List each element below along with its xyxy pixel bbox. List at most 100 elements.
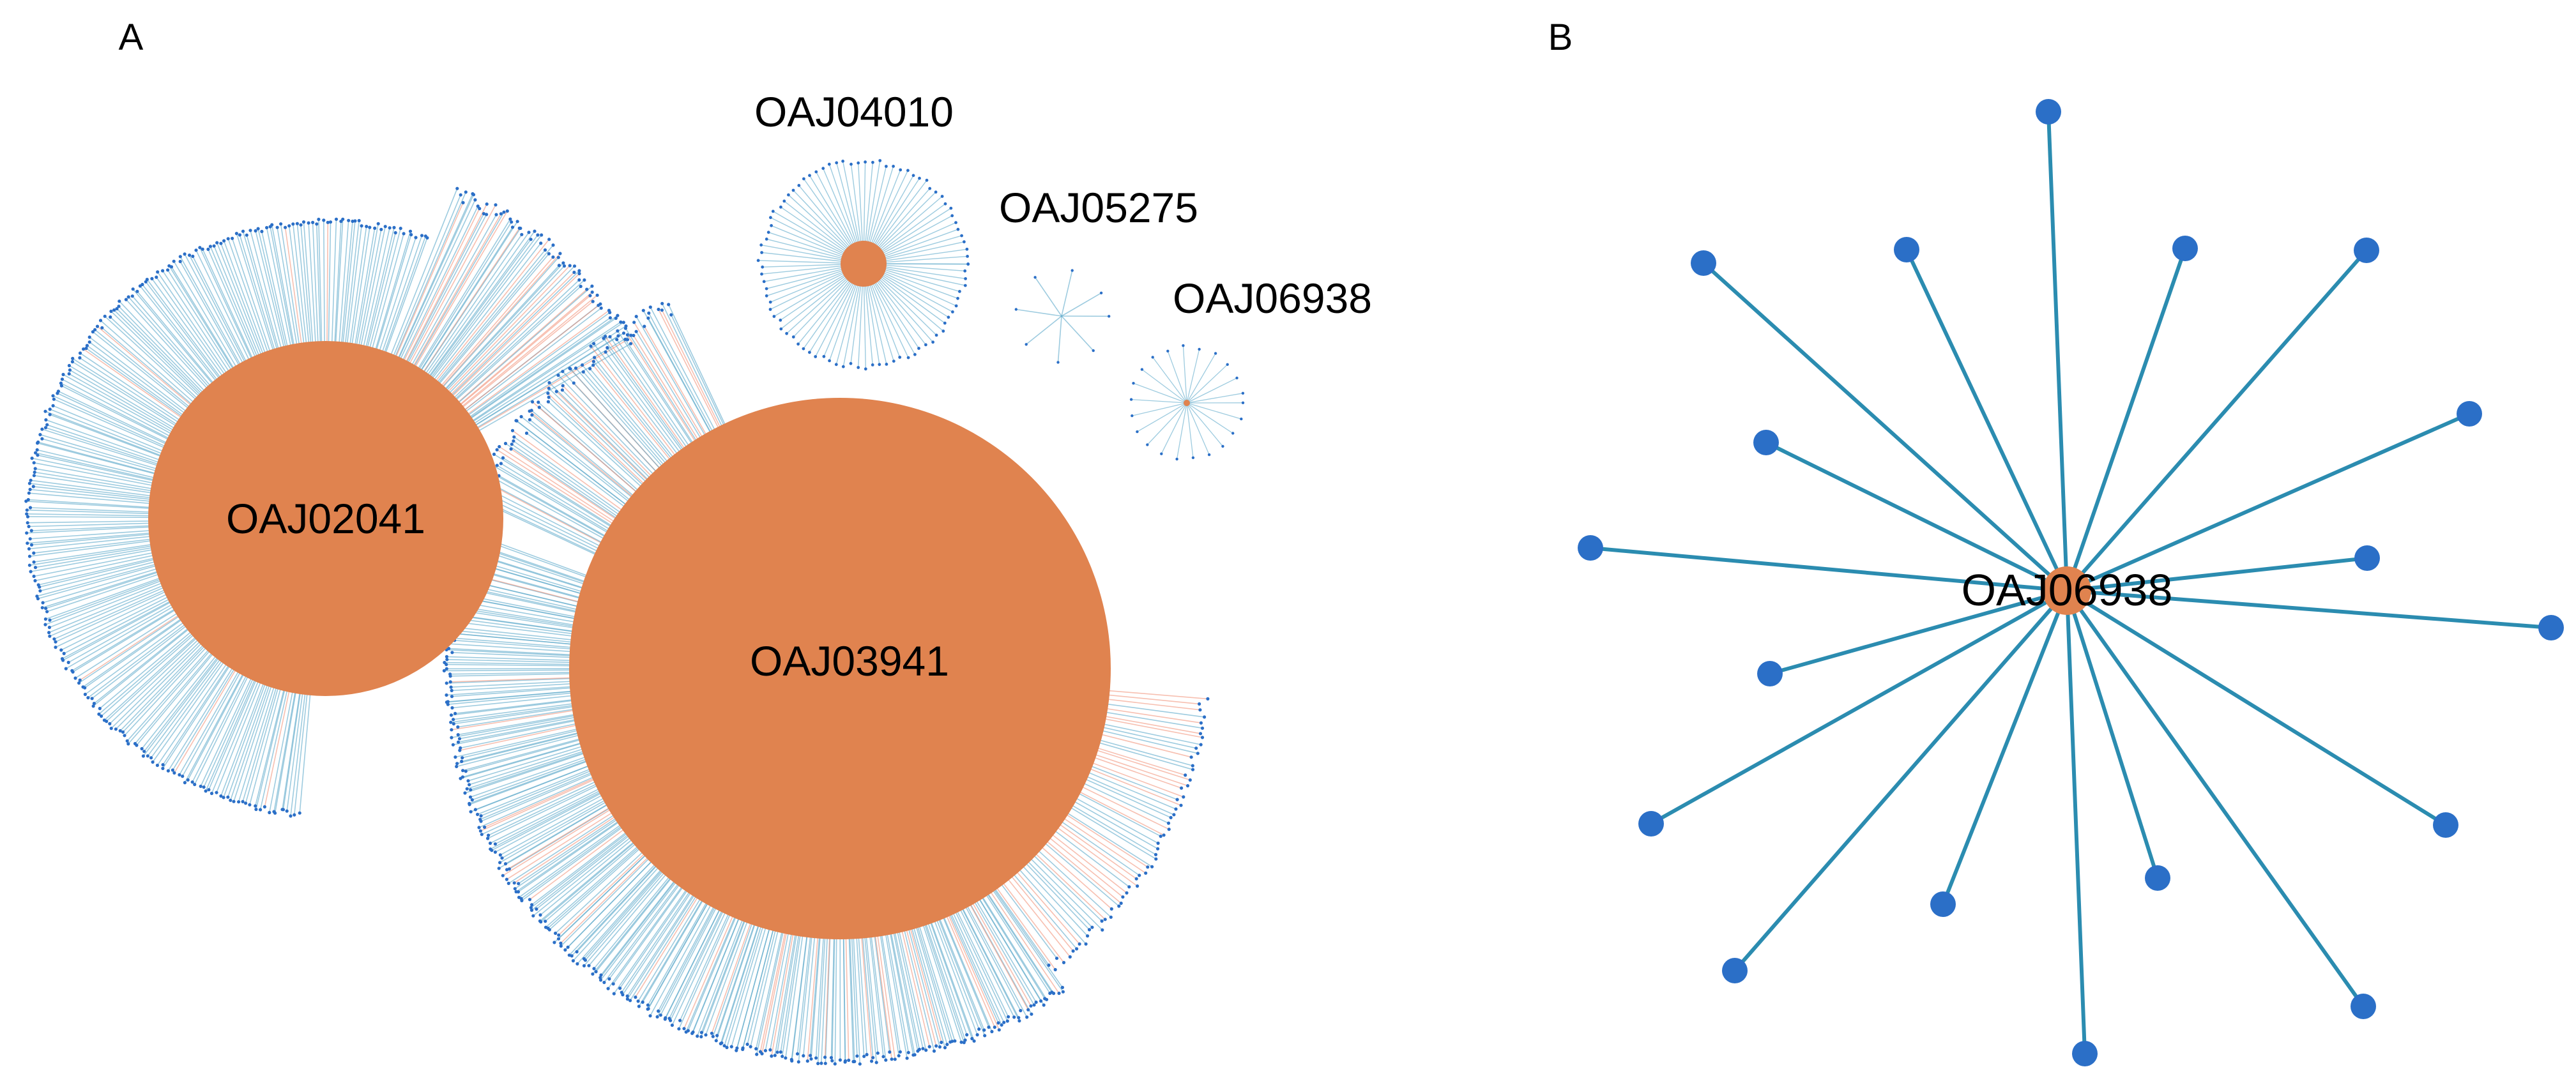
leaf-node xyxy=(579,284,583,289)
panel-b-leaf-node xyxy=(2538,615,2564,640)
leaf-node xyxy=(1071,269,1074,272)
leaf-node xyxy=(287,224,291,228)
leaf-node xyxy=(78,678,82,682)
leaf-node xyxy=(802,177,805,181)
leaf-node xyxy=(146,754,149,758)
leaf-node xyxy=(664,1016,667,1020)
edge xyxy=(1061,292,1102,317)
leaf-node xyxy=(463,791,467,795)
leaf-node xyxy=(581,370,585,374)
edge xyxy=(1186,349,1200,404)
leaf-node xyxy=(598,302,602,306)
panel-b-network: B OAJ06938 xyxy=(1548,17,2564,1066)
leaf-node xyxy=(507,881,510,885)
panel-b-leaf-node xyxy=(1757,661,1783,686)
leaf-node xyxy=(1179,803,1183,807)
leaf-node xyxy=(60,657,65,661)
leaf-node xyxy=(537,400,540,404)
leaf-node xyxy=(962,1041,966,1045)
leaf-node xyxy=(1014,308,1018,311)
leaf-node xyxy=(943,1046,947,1050)
leaf-node xyxy=(493,842,498,846)
panel-b-edge xyxy=(1941,589,2069,905)
leaf-node xyxy=(911,1053,915,1057)
leaf-node xyxy=(473,808,478,812)
leaf-node xyxy=(219,241,223,245)
hub-node-oaj03941 xyxy=(569,398,1111,939)
leaf-node xyxy=(452,718,455,722)
leaf-node xyxy=(722,1044,726,1048)
leaf-node xyxy=(388,226,392,230)
leaf-node xyxy=(1029,1004,1033,1008)
leaf-node xyxy=(1138,874,1141,877)
leaf-node xyxy=(977,1027,981,1031)
leaf-node xyxy=(544,925,548,929)
leaf-node xyxy=(172,771,176,775)
panel-b-edge xyxy=(2065,248,2187,591)
leaf-node xyxy=(357,218,361,223)
leaf-node xyxy=(499,212,503,216)
leaf-node xyxy=(455,762,459,766)
leaf-node xyxy=(241,799,245,803)
leaf-node xyxy=(503,862,508,866)
leaf-node xyxy=(103,314,107,318)
panel-b-leaf-node xyxy=(1894,237,1919,262)
leaf-node xyxy=(78,356,82,360)
leaf-node xyxy=(814,1056,818,1060)
leaf-node xyxy=(88,340,91,344)
leaf-node xyxy=(829,1056,834,1059)
leaf-node xyxy=(1206,697,1210,701)
leaf-node xyxy=(215,241,219,245)
leaf-node xyxy=(779,1050,782,1054)
leaf-node xyxy=(204,789,208,793)
leaf-node xyxy=(770,223,773,227)
leaf-node xyxy=(125,739,129,743)
leaf-node xyxy=(614,316,618,320)
leaf-node xyxy=(958,290,961,293)
leaf-node xyxy=(70,669,74,672)
leaf-node xyxy=(494,213,498,216)
leaf-node xyxy=(530,413,534,417)
leaf-node xyxy=(123,734,126,738)
leaf-node xyxy=(841,160,844,163)
leaf-node xyxy=(965,247,969,251)
leaf-node xyxy=(572,381,575,385)
leaf-node xyxy=(48,407,52,411)
leaf-node xyxy=(822,354,826,358)
leaf-node xyxy=(301,220,306,224)
leaf-node xyxy=(503,441,508,446)
leaf-node xyxy=(587,964,591,967)
leaf-node xyxy=(33,467,37,471)
leaf-node xyxy=(993,1026,996,1029)
leaf-node xyxy=(965,1033,969,1037)
edge xyxy=(1186,402,1223,447)
leaf-node xyxy=(270,223,274,227)
leaf-node xyxy=(558,252,562,255)
leaf-node xyxy=(492,452,496,457)
leaf-node xyxy=(899,168,903,172)
leaf-node xyxy=(802,1054,805,1057)
leaf-node xyxy=(1053,967,1057,972)
leaf-node xyxy=(833,1062,837,1066)
leaf-node xyxy=(997,1028,1001,1032)
leaf-node xyxy=(670,1023,674,1027)
leaf-node xyxy=(931,340,934,344)
leaf-node xyxy=(59,384,63,388)
leaf-node xyxy=(198,246,202,250)
leaf-node xyxy=(1159,835,1162,838)
leaf-node xyxy=(927,1045,931,1049)
leaf-node xyxy=(951,310,954,314)
leaf-node xyxy=(102,718,106,722)
leaf-node xyxy=(938,1045,941,1049)
leaf-node xyxy=(1140,368,1144,371)
leaf-node xyxy=(784,1056,788,1060)
edge xyxy=(1026,315,1062,345)
leaf-node xyxy=(56,390,60,393)
leaf-node xyxy=(502,210,506,214)
leaf-node xyxy=(219,794,223,798)
leaf-node xyxy=(546,400,551,404)
leaf-node xyxy=(567,953,571,957)
leaf-node xyxy=(231,236,234,240)
leaf-node xyxy=(1172,813,1176,817)
leaf-node xyxy=(805,1059,809,1063)
